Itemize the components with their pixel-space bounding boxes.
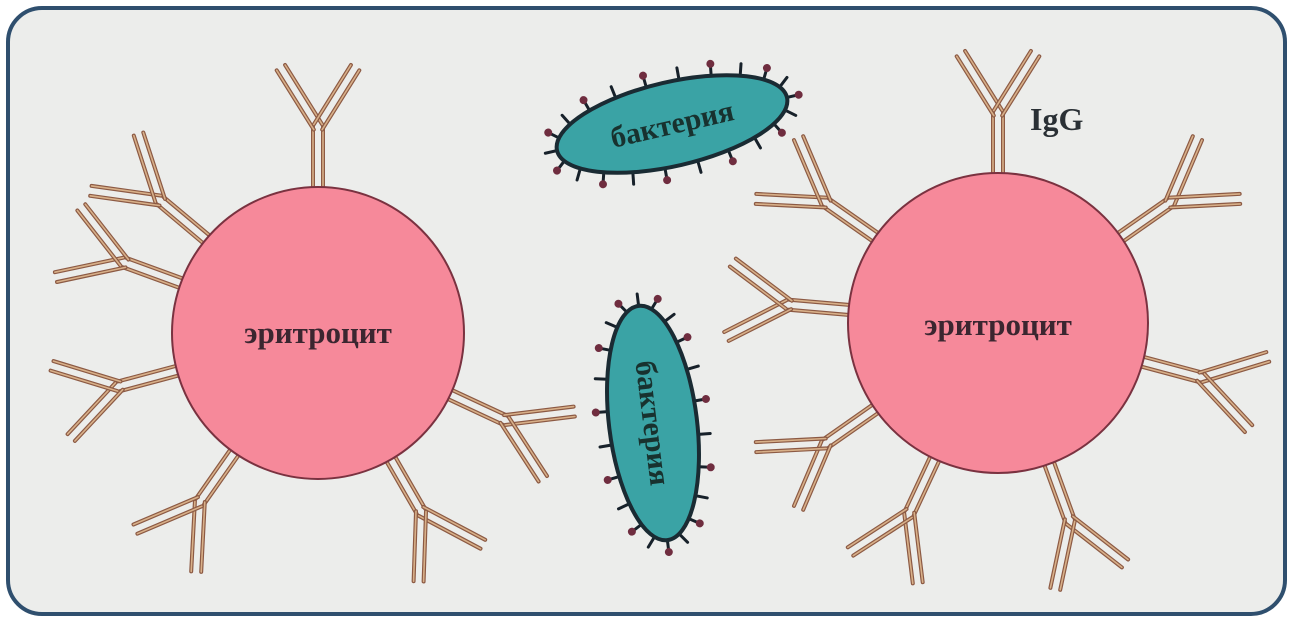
antigen-dot bbox=[603, 475, 612, 484]
antigen-dot bbox=[598, 180, 607, 189]
antibody-icon bbox=[384, 454, 488, 584]
antigen-dot bbox=[663, 176, 672, 185]
antigen-dot bbox=[728, 157, 737, 166]
antigen-dot bbox=[544, 128, 553, 137]
antigen-dot bbox=[664, 548, 673, 557]
antigen-dot bbox=[594, 344, 603, 353]
antibody-icon bbox=[52, 202, 185, 290]
bacterium-bottom: бактерия bbox=[591, 292, 715, 557]
antigen-dot bbox=[794, 90, 803, 99]
antibody-group bbox=[48, 49, 1272, 592]
antibody-icon bbox=[954, 49, 1042, 175]
antibody-icon bbox=[722, 256, 851, 343]
erythrocyte-left-label: эритроцит bbox=[244, 315, 392, 350]
bacterium-top: бактерия bbox=[543, 59, 803, 189]
antigen-dot bbox=[614, 299, 623, 308]
antigen-spike bbox=[693, 494, 709, 500]
antigen-dot bbox=[553, 166, 562, 175]
igg-label: IgG bbox=[1030, 101, 1083, 137]
antigen-dot bbox=[579, 96, 588, 105]
erythrocyte-right bbox=[847, 172, 1149, 474]
antigen-dot bbox=[695, 519, 704, 528]
antigen-dot bbox=[638, 71, 647, 80]
bacterium-top-body bbox=[554, 73, 790, 175]
antibody-icon bbox=[274, 63, 362, 189]
antigen-dot bbox=[653, 294, 662, 303]
antigen-dot bbox=[706, 59, 715, 68]
antigen-dot bbox=[762, 64, 771, 73]
antigen-dot bbox=[706, 463, 715, 472]
antibody-icon bbox=[753, 402, 880, 512]
erythrocyte-left bbox=[171, 186, 465, 480]
antigen-spike bbox=[604, 321, 619, 329]
antibody-icon bbox=[753, 134, 880, 244]
erythrocyte-right-label: эритроцит bbox=[924, 307, 1072, 342]
antibody-icon bbox=[1042, 460, 1131, 592]
antibody-icon bbox=[1116, 134, 1243, 244]
antigen-dot bbox=[627, 527, 636, 536]
antigen-spike bbox=[617, 502, 631, 511]
antigen-spike bbox=[663, 312, 676, 324]
antigen-dot bbox=[591, 408, 600, 417]
antibody-icon bbox=[1139, 350, 1272, 434]
antibody-icon bbox=[845, 454, 942, 586]
antigen-dot bbox=[701, 394, 710, 403]
bacterium-bottom-body bbox=[605, 303, 701, 543]
antibody-icon bbox=[88, 130, 212, 245]
antigen-dot bbox=[777, 128, 786, 137]
antigen-dot bbox=[683, 333, 692, 342]
antibody-icon bbox=[131, 447, 241, 574]
antibody-icon bbox=[446, 388, 577, 484]
antibody-icon bbox=[48, 359, 181, 443]
